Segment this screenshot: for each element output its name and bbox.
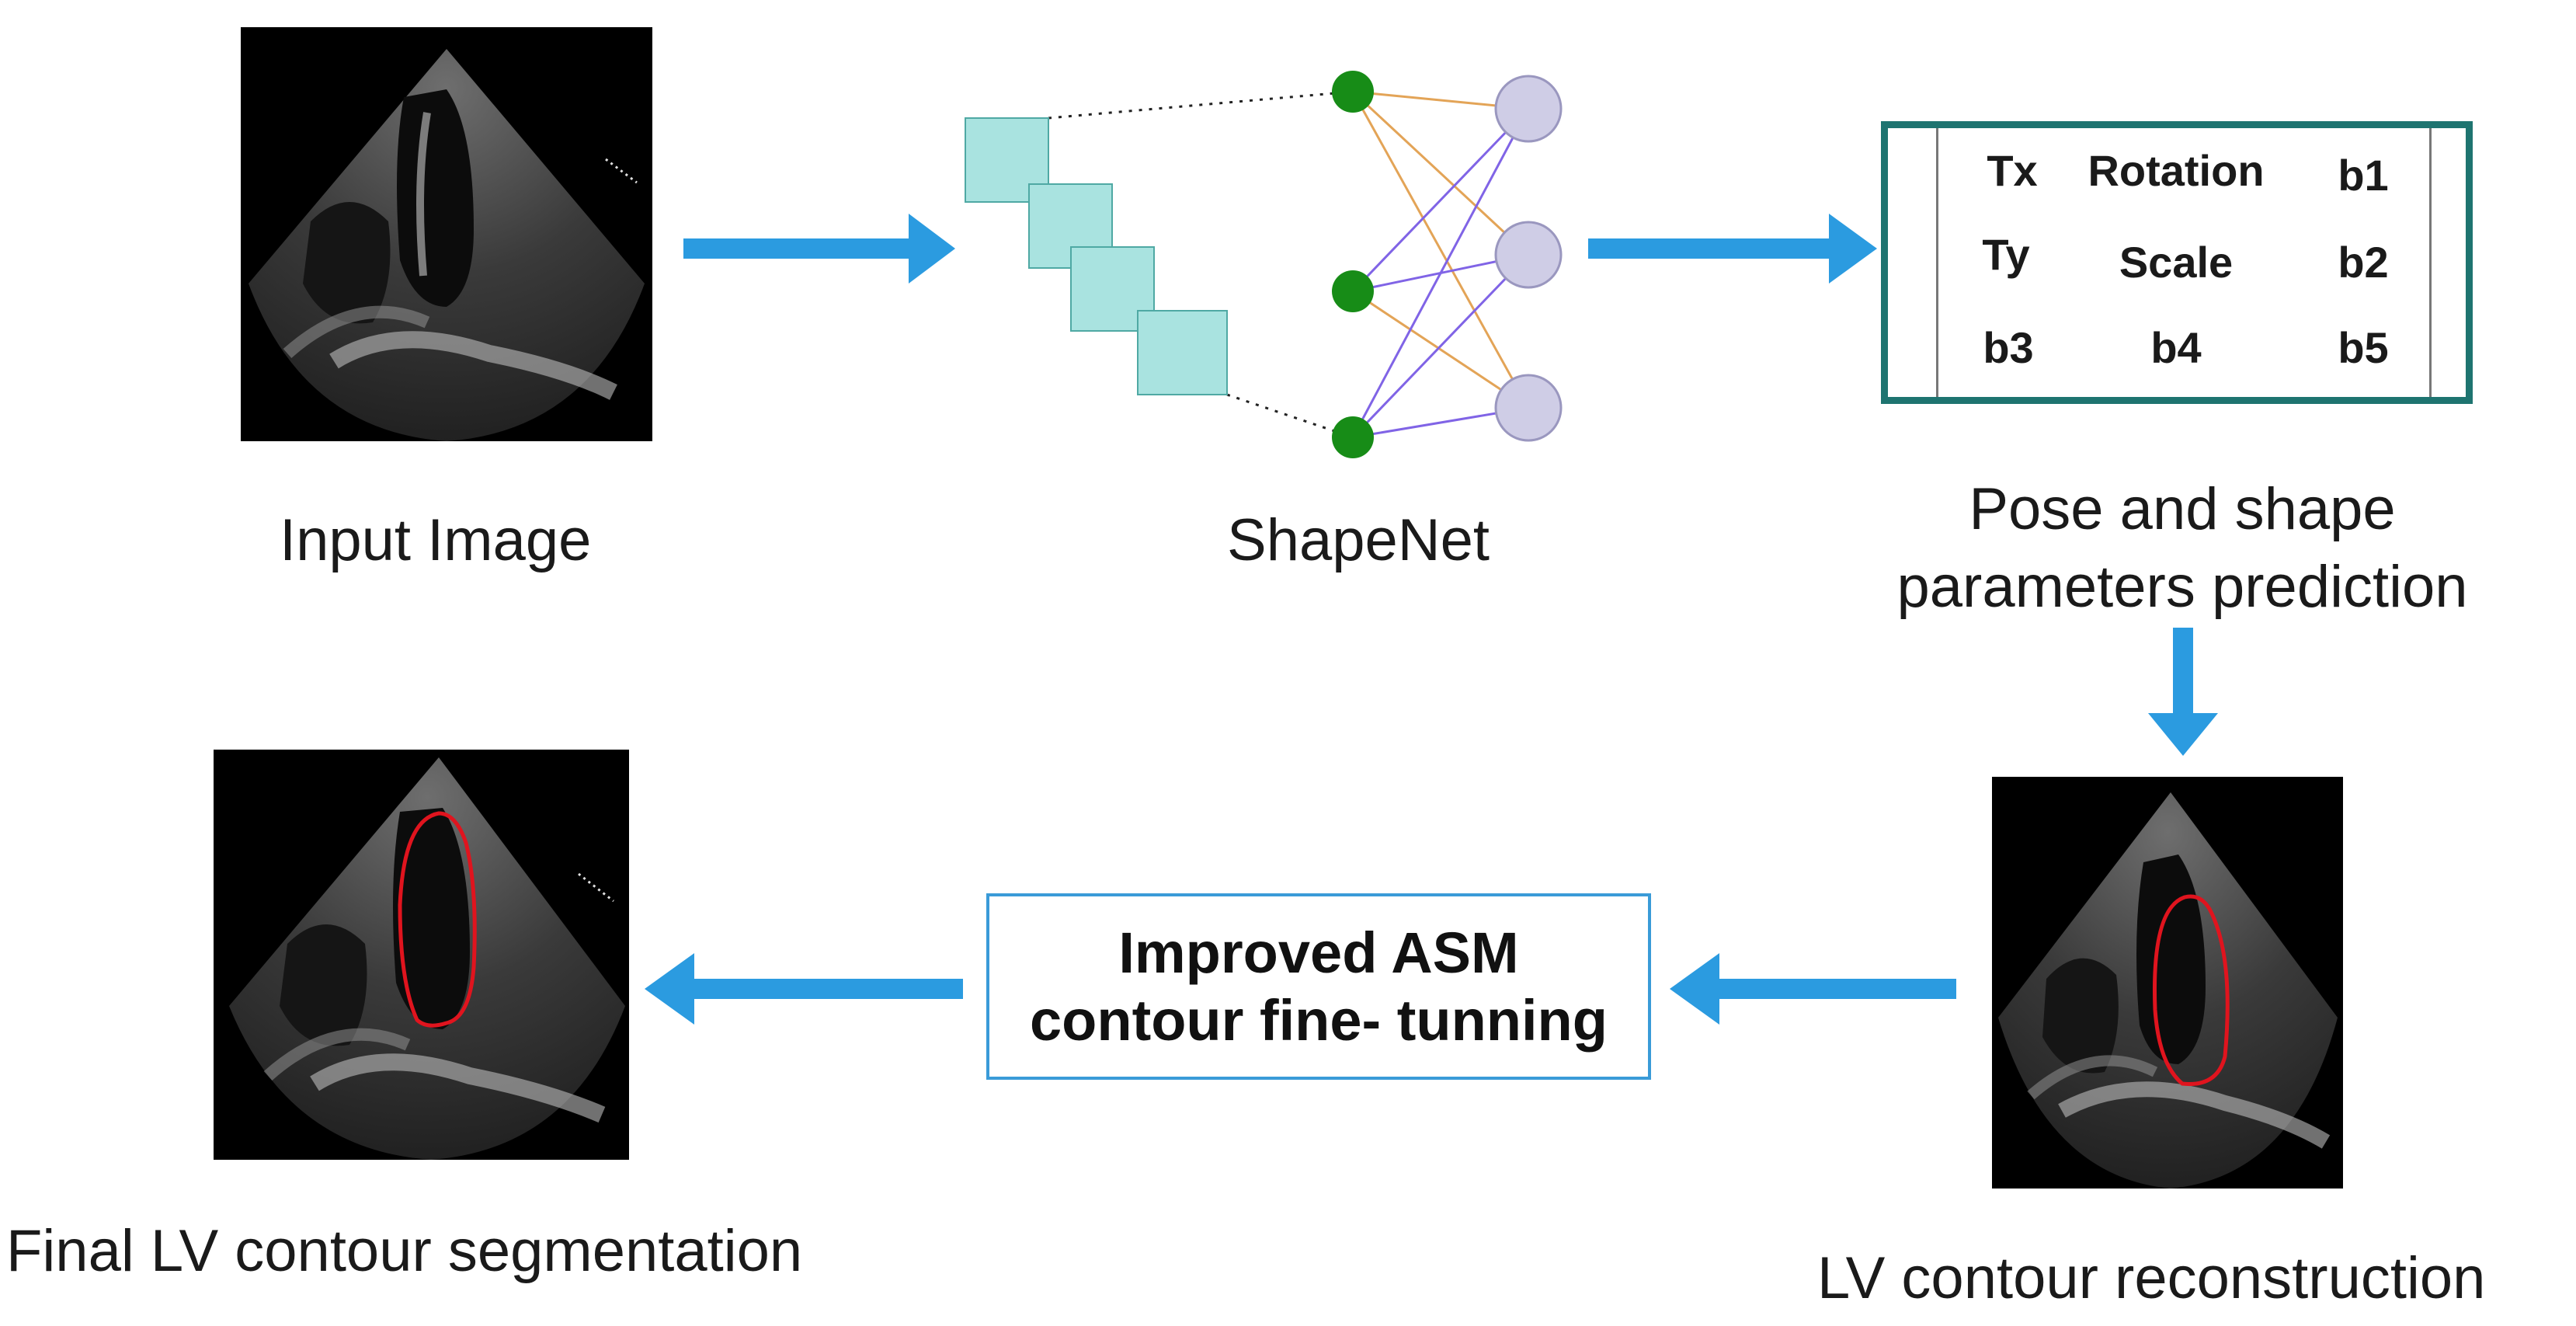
arrow-icon bbox=[2148, 628, 2218, 756]
lv-contour bbox=[2153, 894, 2230, 1087]
arrow-icon bbox=[1588, 214, 1877, 284]
projection-line bbox=[1226, 393, 1354, 439]
arrow-icon bbox=[1670, 953, 1956, 1025]
caption-pose-line1: Pose and shape bbox=[1969, 476, 2396, 542]
reconstruction-echo-image bbox=[1992, 777, 2343, 1189]
param-b2: b2 bbox=[2338, 238, 2389, 287]
param-rotation: Rotation bbox=[2088, 146, 2265, 195]
param-b5: b5 bbox=[2338, 323, 2389, 372]
param-b4: b4 bbox=[2150, 323, 2202, 372]
param-tx: Tx bbox=[1987, 146, 2038, 195]
parameters-box: Tx Rotation b1 Ty Scale b2 b3 b4 b5 bbox=[1881, 121, 2473, 404]
final-echo-image bbox=[214, 750, 629, 1160]
asm-line-2: contour fine- tunning bbox=[1030, 988, 1608, 1053]
conv-layer bbox=[1137, 310, 1228, 395]
shapenet-network-diagram bbox=[965, 71, 1563, 458]
asm-line-1: Improved ASM bbox=[1118, 920, 1519, 985]
param-b3: b3 bbox=[1983, 323, 2034, 372]
caption-input-image: Input Image bbox=[280, 507, 592, 573]
echo-scan-graphic bbox=[241, 27, 652, 441]
caption-pose-line2: parameters prediction bbox=[1896, 554, 2468, 620]
improved-asm-box: Improved ASM contour fine- tunning bbox=[986, 893, 1651, 1080]
arrow-icon bbox=[645, 953, 963, 1025]
caption-final-segmentation: Final LV contour segmentation bbox=[6, 1218, 803, 1284]
input-node bbox=[1332, 416, 1374, 458]
param-b1: b1 bbox=[2338, 151, 2389, 200]
param-scale: Scale bbox=[2119, 238, 2234, 287]
output-node bbox=[1494, 374, 1563, 442]
output-node bbox=[1494, 221, 1563, 289]
parameters-inner-frame bbox=[1936, 128, 2432, 397]
echo-scan-graphic bbox=[214, 750, 629, 1160]
caption-shapenet: ShapeNet bbox=[1227, 507, 1490, 573]
input-echo-image bbox=[241, 27, 652, 441]
lv-contour bbox=[398, 811, 477, 1028]
arrow-icon bbox=[683, 214, 955, 284]
input-node bbox=[1332, 270, 1374, 312]
param-ty: Ty bbox=[1982, 230, 2030, 279]
caption-reconstruction: LV contour reconstruction bbox=[1817, 1245, 2486, 1311]
input-node bbox=[1332, 71, 1374, 113]
echo-scan-graphic bbox=[1992, 777, 2343, 1189]
output-node bbox=[1494, 75, 1563, 143]
projection-line bbox=[1048, 90, 1354, 120]
